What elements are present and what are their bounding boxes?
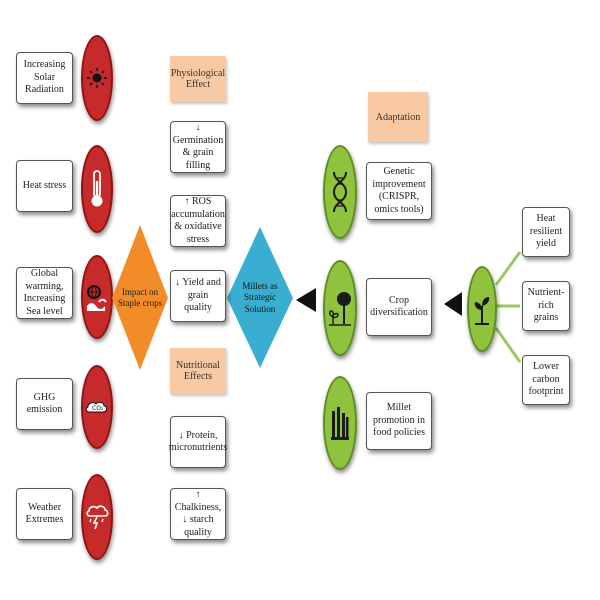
arrow-left-2 <box>444 292 462 316</box>
impact-diamond <box>112 225 168 370</box>
storm-cloud-icon <box>81 474 113 560</box>
sun-icon <box>81 35 113 121</box>
tree-plant-icon <box>323 260 357 356</box>
thermometer-icon <box>81 145 113 233</box>
effect-label: ↓ Protein, micronutrients <box>168 429 228 454</box>
solution-diamond <box>227 227 293 368</box>
globe-wave-icon <box>81 255 113 339</box>
nutritional-item: ↑ Chalkiness, ↓ starch quality <box>170 488 226 540</box>
driver-box-heat: Heat stress <box>16 160 73 212</box>
grain-bundle-icon <box>323 376 357 470</box>
adaptation-item: Millet promotion in food policies <box>366 392 432 450</box>
effect-label: ↓ Yield and grain quality <box>175 277 221 314</box>
adaptation-header: Adaptation <box>368 92 428 142</box>
effect-label: ↓ Germination & grain filling <box>172 122 224 171</box>
sprout-icon <box>467 266 497 352</box>
solution-label: Millets as Strategic Solution <box>242 281 278 314</box>
svg-text:CO₂: CO₂ <box>92 405 104 412</box>
dna-icon <box>323 145 357 239</box>
outcome-label: Heat resilient yield <box>529 213 563 250</box>
driver-box-warming: Global warming, Increasing Sea level <box>16 267 73 319</box>
branch-line <box>494 327 522 363</box>
outcome-item: Heat resilient yield <box>522 207 570 257</box>
driver-box-weather: Weather Extremes <box>16 488 73 540</box>
impact-label: Impact on Staple crops <box>117 286 163 308</box>
driver-label: Heat stress <box>22 179 67 191</box>
driver-label: Global warming, Increasing Sea level <box>23 268 66 317</box>
adaptation-item: Crop diversification <box>366 278 432 336</box>
outcome-item: Lower carbon footprint <box>522 355 570 405</box>
driver-label: Increasing Solar Radiation <box>23 59 66 96</box>
adaptation-label: Genetic improvement (CRISPR, omics tools… <box>372 166 426 215</box>
arrow-left-1 <box>296 288 316 312</box>
nutritional-item: ↓ Protein, micronutrients <box>168 416 228 468</box>
adaptation-label: Crop diversification <box>370 294 428 319</box>
cloud-gas-icon: CO₂ <box>81 365 113 449</box>
adaptation-item: Genetic improvement (CRISPR, omics tools… <box>366 162 432 220</box>
branch-line <box>494 251 522 286</box>
driver-box-solar: Increasing Solar Radiation <box>16 52 73 104</box>
outcome-label: Lower carbon footprint <box>528 361 564 398</box>
physiological-item: ↓ Yield and grain quality <box>170 270 226 322</box>
nutritional-header: Nutritional Effects <box>170 348 226 394</box>
outcome-item: Nutrient-rich grains <box>522 281 570 331</box>
driver-label: Weather Extremes <box>25 501 64 526</box>
outcome-label: Nutrient-rich grains <box>527 287 565 324</box>
driver-box-ghg: GHG emission <box>16 378 73 430</box>
driver-label: GHG emission <box>26 391 63 416</box>
adaptation-label: Millet promotion in food policies <box>373 402 425 439</box>
physiological-header: Physiological Effect <box>170 56 226 102</box>
physiological-item: ↓ Germination & grain filling <box>170 121 226 173</box>
physiological-item: ↑ ROS accumulation & oxidative stress <box>170 195 226 247</box>
effect-label: ↑ Chalkiness, ↓ starch quality <box>174 489 222 538</box>
effect-label: ↑ ROS accumulation & oxidative stress <box>171 196 225 245</box>
